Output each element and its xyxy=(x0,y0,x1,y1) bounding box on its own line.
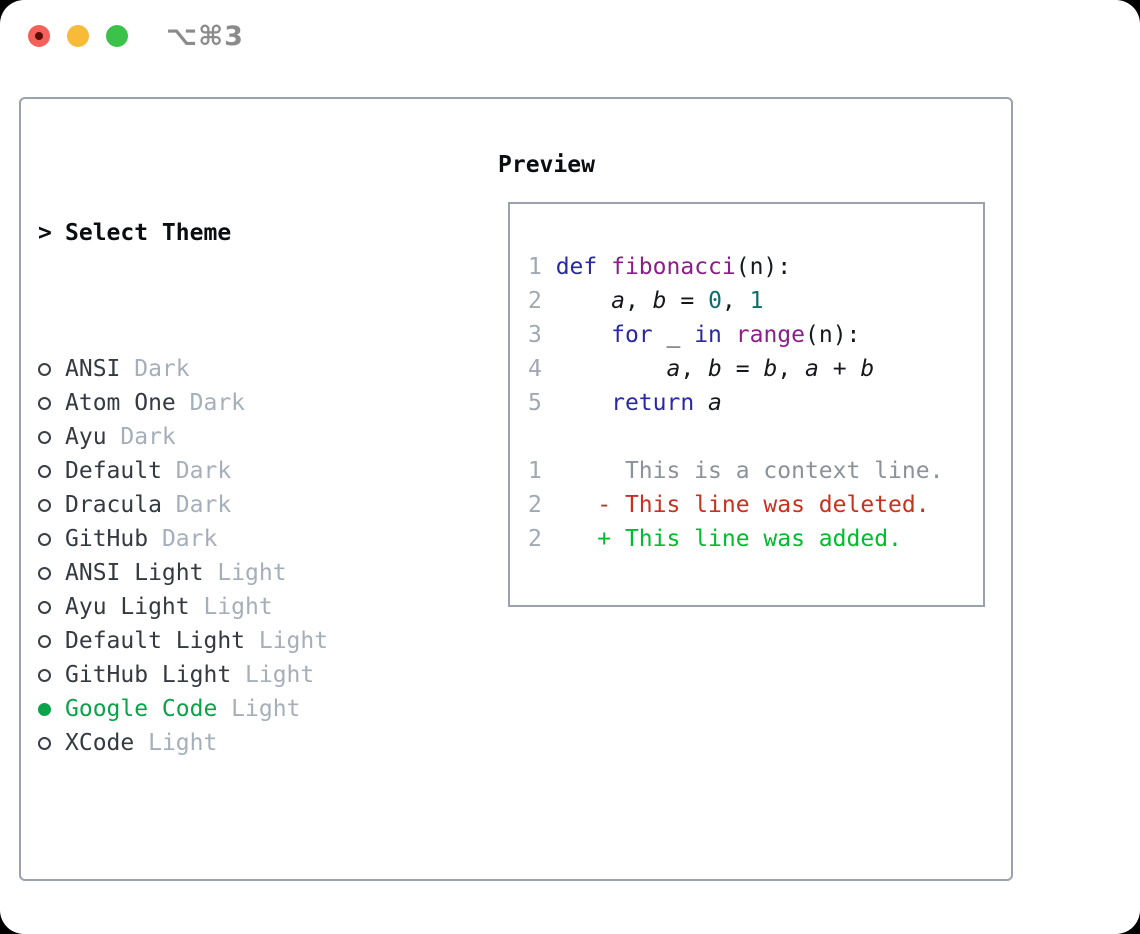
theme-variant-label: Dark xyxy=(106,424,176,450)
theme-option-github-light[interactable]: GitHub Light Light xyxy=(38,658,426,692)
theme-variant-label: Light xyxy=(245,628,329,654)
theme-variant-label: Light xyxy=(134,730,218,756)
code-line: 1 def fibonacci(n): xyxy=(528,254,792,280)
theme-variant-label: Light xyxy=(189,594,273,620)
theme-option-ayu-light[interactable]: Ayu Light Light xyxy=(38,590,426,624)
diff-lines: 1 This is a context line. 2 - This line w… xyxy=(528,454,983,556)
window-title: ⌥⌘3 xyxy=(166,21,244,52)
theme-variant-label: Dark xyxy=(175,390,246,416)
option-label: Ayu Light xyxy=(65,594,190,620)
option-label: ANSI xyxy=(65,356,121,382)
option-label: Ayu xyxy=(65,424,107,450)
option-label: GitHub Light xyxy=(65,662,232,688)
theme-option-github[interactable]: GitHub Dark xyxy=(38,522,426,556)
code-lines: 1 def fibonacci(n): 2 a, b = 0, 1 3 for _ … xyxy=(528,250,983,420)
option-label: XCode xyxy=(65,730,135,756)
theme-variant-label: Dark xyxy=(161,492,232,518)
line-number: 4 xyxy=(528,356,556,382)
radio-icon xyxy=(38,352,65,386)
diff-line: 1 This is a context line. xyxy=(528,458,944,484)
radio-icon xyxy=(38,522,65,556)
theme-variant-label: Dark xyxy=(148,526,218,552)
radio-icon xyxy=(38,556,65,590)
theme-variant-label: Light xyxy=(217,696,301,722)
zoom-button[interactable] xyxy=(106,25,128,47)
theme-variant-label: Light xyxy=(203,560,287,586)
theme-variant-label: Dark xyxy=(161,458,232,484)
option-label: Default xyxy=(65,458,162,484)
minimize-button[interactable] xyxy=(67,25,89,47)
radio-icon xyxy=(38,658,65,692)
line-number: 5 xyxy=(528,390,556,416)
theme-variant-label: Dark xyxy=(120,356,190,382)
radio-icon xyxy=(38,454,65,488)
radio-icon xyxy=(38,590,65,624)
line-number: 1 xyxy=(528,254,556,280)
line-number: 3 xyxy=(528,322,556,348)
theme-option-dracula[interactable]: Dracula Dark xyxy=(38,488,426,522)
radio-icon xyxy=(38,420,65,454)
code-line: 4 a, b = b, a + b xyxy=(528,356,875,382)
theme-list-header: > Select Theme xyxy=(38,216,426,250)
radio-icon xyxy=(38,488,65,522)
code-line: 2 a, b = 0, 1 xyxy=(528,288,764,314)
theme-option-ansi[interactable]: ANSI Dark xyxy=(38,352,426,386)
theme-option-xcode[interactable]: XCode Light xyxy=(38,726,426,760)
code-line: 5 return a xyxy=(528,390,722,416)
line-number: 2 xyxy=(528,288,556,314)
radio-icon xyxy=(38,726,65,760)
code-line: 3 for _ in range(n): xyxy=(528,322,861,348)
line-number: 2 xyxy=(528,526,556,552)
cursor-icon: > xyxy=(38,220,52,246)
theme-option-ayu[interactable]: Ayu Dark xyxy=(38,420,426,454)
spacer xyxy=(38,862,426,896)
option-label: Atom One xyxy=(65,390,176,416)
option-label: ANSI Light xyxy=(65,560,204,586)
theme-option-google-code[interactable]: Google Code Light xyxy=(38,692,426,726)
theme-variant-label: Light xyxy=(231,662,315,688)
preview-column: Preview 1 def fibonacci(n): 2 a, b = 0, 1… xyxy=(498,148,985,607)
theme-option-default-light[interactable]: Default Light Light xyxy=(38,624,426,658)
preview-box: 1 def fibonacci(n): 2 a, b = 0, 1 3 for _ … xyxy=(508,202,985,607)
option-label: Dracula xyxy=(65,492,162,518)
preview-title: Preview xyxy=(498,152,595,178)
line-number: 2 xyxy=(528,492,556,518)
diff-line: 2 + This line was added. xyxy=(528,526,902,552)
radio-icon xyxy=(38,386,65,420)
line-number: 1 xyxy=(528,458,556,484)
diff-line: 2 - This line was deleted. xyxy=(528,492,930,518)
option-label: Default Light xyxy=(65,628,246,654)
option-label: GitHub xyxy=(65,526,149,552)
close-button[interactable] xyxy=(28,25,50,47)
theme-option-atom-one[interactable]: Atom One Dark xyxy=(38,386,426,420)
theme-option-ansi-light[interactable]: ANSI Light Light xyxy=(38,556,426,590)
theme-list-title: Select Theme xyxy=(65,220,232,246)
option-label: Google Code xyxy=(65,696,218,722)
radio-selected-icon xyxy=(38,692,65,726)
radio-icon xyxy=(38,624,65,658)
theme-option-default[interactable]: Default Dark xyxy=(38,454,426,488)
